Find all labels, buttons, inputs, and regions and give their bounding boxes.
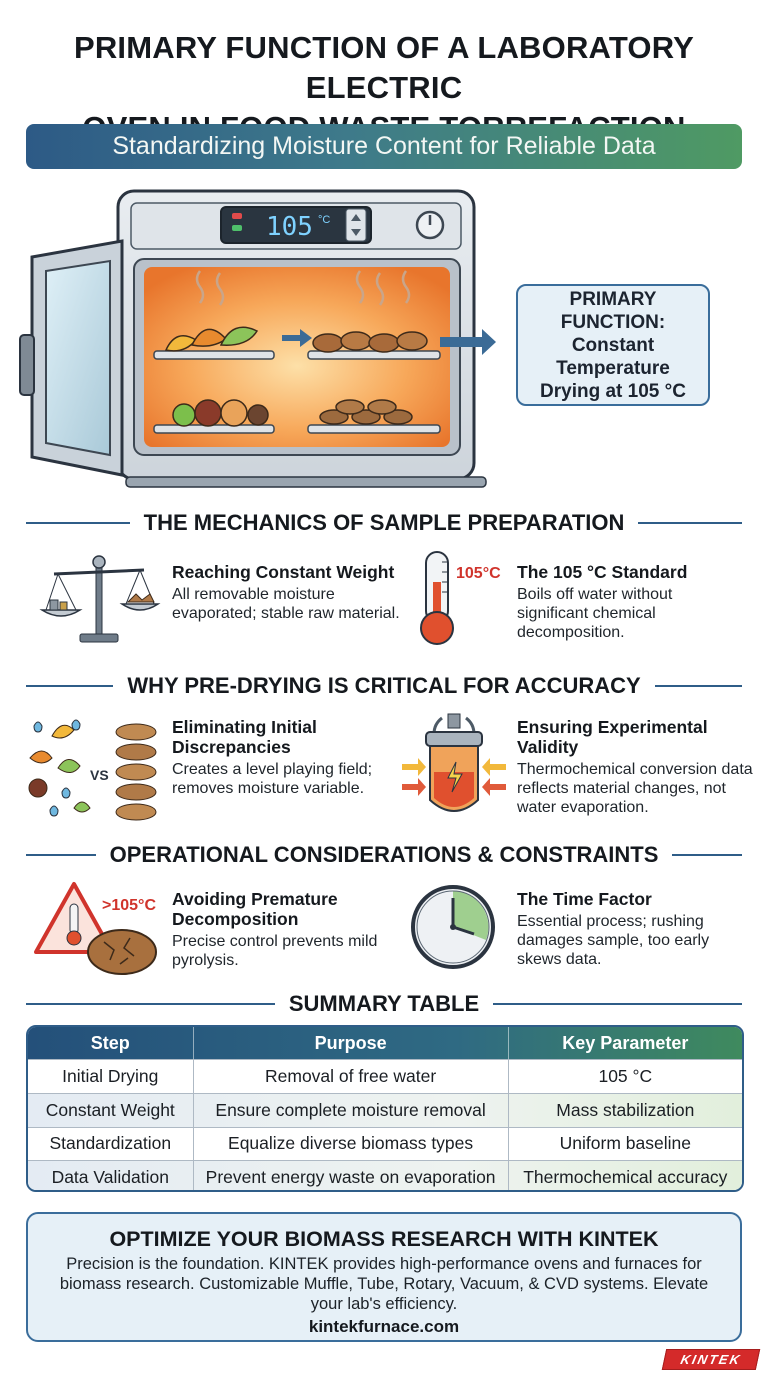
divider — [493, 1003, 743, 1005]
reactor-icon — [402, 713, 506, 812]
callout-label: PRIMARY FUNCTION: — [560, 288, 666, 333]
callout-value: Constant Temperature Drying at 105 °C — [540, 334, 686, 402]
website-link[interactable]: kintekfurnace.com — [308, 1317, 460, 1336]
cta-body: Precision is the foundation. KINTEK prov… — [59, 1255, 709, 1313]
item-experimental-validity: Ensuring Experimental Validity Thermoche… — [517, 717, 757, 817]
thermometer-label: 105°C — [456, 565, 501, 582]
clock-icon — [411, 885, 495, 969]
section-heading-summary: SUMMARY TABLE — [26, 989, 743, 1019]
oven-display-unit: °C — [318, 214, 330, 226]
table-cell: Thermochemical accuracy — [507, 1161, 742, 1190]
subtitle-banner: Standardizing Moisture Content for Relia… — [26, 124, 742, 169]
table-cell: Mass stabilization — [507, 1093, 742, 1127]
divider — [26, 522, 130, 524]
section-heading-constraints: OPERATIONAL CONSIDERATIONS & CONSTRAINTS — [26, 840, 743, 870]
divider — [638, 522, 743, 524]
page-title-line1: PRIMARY FUNCTION OF A LABORATORY ELECTRI… — [73, 30, 695, 105]
section-title: OPERATIONAL CONSIDERATIONS & CONSTRAINTS — [109, 842, 659, 867]
item-description: Essential process; rushing damages sampl… — [517, 913, 710, 968]
section-title: WHY PRE-DRYING IS CRITICAL FOR ACCURACY — [127, 673, 641, 698]
oven-display-value: 105 — [266, 212, 313, 242]
column-header: Key Parameter — [507, 1027, 742, 1059]
section-title: THE MECHANICS OF SAMPLE PREPARATION — [143, 510, 625, 535]
table-row: Standardization Equalize diverse biomass… — [28, 1126, 742, 1161]
primary-function-callout: PRIMARY FUNCTION: Constant Temperature D… — [516, 284, 710, 406]
item-eliminating-discrepancies: Eliminating Initial Discrepancies Create… — [172, 717, 402, 798]
item-description: All removable moisture evaporated; stabl… — [172, 586, 400, 622]
table-cell: Ensure complete moisture removal — [192, 1093, 508, 1127]
item-description: Creates a level playing field; removes m… — [172, 761, 373, 797]
table-cell: Data Validation — [51, 1167, 169, 1188]
table-cell: Initial Drying — [62, 1065, 159, 1086]
balance-scale-icon — [39, 555, 161, 643]
table-header-row: Step Purpose Key Parameter — [28, 1027, 742, 1059]
item-avoiding-decomposition: Avoiding Premature Decomposition Precise… — [172, 889, 402, 970]
table-row: Data Validation Prevent energy waste on … — [28, 1160, 742, 1190]
item-105c-standard: The 105 °C Standard Boils off water with… — [517, 562, 747, 642]
table-cell: Removal of free water — [192, 1060, 508, 1093]
brand-logo: KINTEK — [661, 1349, 761, 1370]
warning-icon: >105°C — [34, 882, 157, 975]
section-heading-predrying: WHY PRE-DRYING IS CRITICAL FOR ACCURACY — [26, 671, 743, 701]
table-cell: Uniform baseline — [507, 1127, 742, 1161]
section-title: SUMMARY TABLE — [288, 991, 480, 1016]
table-cell: Prevent energy waste on evaporation — [192, 1161, 508, 1190]
section-heading-mechanics: THE MECHANICS OF SAMPLE PREPARATION — [26, 508, 743, 538]
divider — [672, 854, 743, 856]
vs-label: VS — [90, 767, 109, 783]
cta-box: OPTIMIZE YOUR BIOMASS RESEARCH WITH KINT… — [26, 1212, 742, 1342]
item-description: Precise control prevents mild pyrolysis. — [172, 933, 378, 969]
divider — [26, 685, 114, 687]
item-description: Boils off water without significant chem… — [517, 586, 673, 641]
table-cell: Standardization — [49, 1133, 172, 1154]
table-cell: Constant Weight — [45, 1099, 175, 1120]
item-time-factor: The Time Factor Essential process; rushi… — [517, 889, 747, 969]
item-title: The Time Factor — [517, 889, 652, 909]
item-title: Ensuring Experimental Validity — [517, 717, 708, 757]
item-constant-weight: Reaching Constant Weight All removable m… — [172, 562, 402, 623]
table-row: Initial Drying Removal of free water 105… — [28, 1059, 742, 1093]
thermometer-icon: 105°C — [420, 551, 501, 645]
item-title: Avoiding Premature Decomposition — [172, 889, 338, 929]
item-title: Eliminating Initial Discrepancies — [172, 717, 317, 757]
item-title: The 105 °C Standard — [517, 562, 688, 582]
item-description: Thermochemical conversion data reflects … — [517, 761, 753, 816]
item-title: Reaching Constant Weight — [172, 562, 395, 582]
divider — [26, 854, 96, 856]
divider — [654, 685, 743, 687]
raw-vs-dried-icon: VS — [28, 719, 157, 821]
divider — [26, 1003, 275, 1005]
cta-title: OPTIMIZE YOUR BIOMASS RESEARCH WITH KINT… — [109, 1227, 659, 1251]
warning-label: >105°C — [102, 897, 156, 914]
column-header: Step — [90, 1032, 130, 1053]
table-row: Constant Weight Ensure complete moisture… — [28, 1092, 742, 1127]
oven-illustration: 105 °C — [19, 189, 496, 488]
table-cell: Equalize diverse biomass types — [192, 1127, 508, 1161]
column-header: Purpose — [192, 1027, 508, 1059]
table-cell: 105 °C — [507, 1060, 742, 1093]
summary-table: Step Purpose Key Parameter Initial Dryin… — [26, 1025, 744, 1192]
